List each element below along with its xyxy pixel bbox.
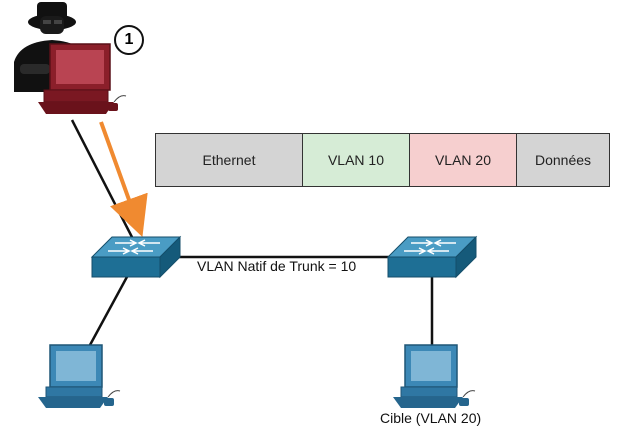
- frame-cell-data: Données: [517, 134, 609, 186]
- step-badge: 1: [114, 25, 144, 55]
- target-label: Cible (VLAN 20): [380, 410, 482, 426]
- frame-cell-ethernet: Ethernet: [156, 134, 303, 186]
- link-switch-left-pc: [88, 274, 130, 346]
- attacker-pc-icon: [38, 43, 127, 114]
- switch-icon-right: [386, 235, 478, 279]
- trunk-label: VLAN Natif de Trunk = 10: [197, 258, 357, 274]
- pc-icon-left: [38, 344, 121, 408]
- switch-icon-left: [90, 235, 182, 279]
- pc-icon-right: [393, 344, 476, 408]
- link-attacker-switch: [70, 119, 137, 244]
- frame-table: Ethernet VLAN 10 VLAN 20 Données: [155, 133, 610, 187]
- attack-arrow: [99, 121, 148, 238]
- frame-cell-vlan10: VLAN 10: [303, 134, 410, 186]
- frame-cell-vlan20: VLAN 20: [410, 134, 517, 186]
